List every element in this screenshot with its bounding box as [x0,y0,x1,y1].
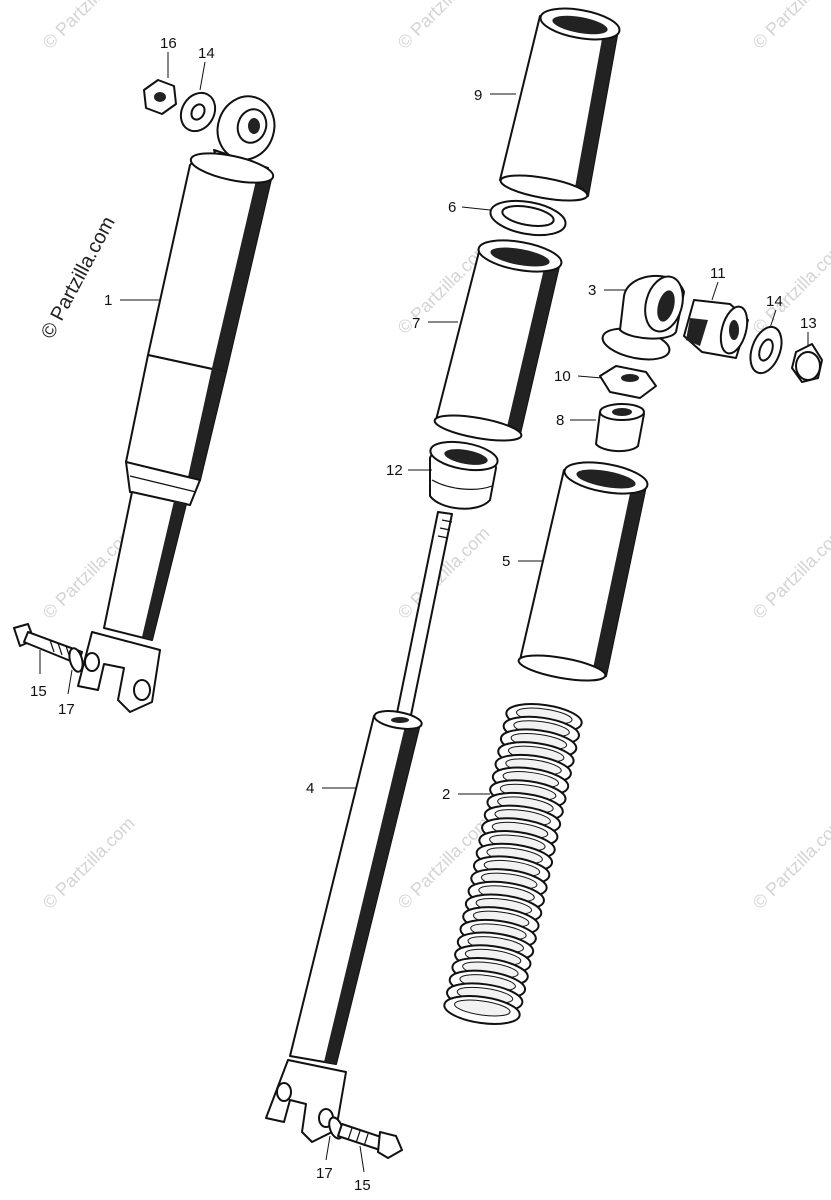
callout-3: 3 [588,282,596,299]
callout-17: 17 [58,701,75,718]
upper-cover-part [499,7,621,202]
callout-5: 6 [448,199,456,216]
watermark-text: © Partzilla.com [39,0,139,53]
callout-10: 10 [554,368,571,385]
watermark-text-dark: © Partzilla.com [37,213,120,342]
middle-cover-part [433,239,563,442]
collar-part [683,299,749,359]
callout-16: 16 [160,35,177,52]
callout-17-bottom: 17 [316,1165,333,1182]
watermark-text: © Partzilla.com [394,0,494,53]
callout-14: 14 [198,45,215,62]
callout-7: 7 [412,315,420,332]
stopper-part [595,403,645,452]
callout-9: 9 [474,87,482,104]
leader-lines [39,52,809,1173]
callout-2: 2 [442,786,450,803]
cap-nut-part [791,343,823,383]
callout-15: 15 [30,683,47,700]
washer-part [749,325,783,375]
callout-15-bottom: 15 [354,1177,371,1194]
callout-13: 13 [800,315,817,332]
watermark-text: © Partzilla.com [749,238,831,338]
callout-14-right: 14 [766,293,783,310]
watermark-text: © Partzilla.com [749,0,831,53]
spring-seat-cap-part [429,440,499,510]
lower-cover-part [517,461,649,682]
seat-ring-part [489,199,567,237]
callout-11: 11 [710,265,726,282]
watermark-text: © Partzilla.com [39,813,139,913]
watermark-text: © Partzilla.com [749,813,831,913]
callout-6: 5 [502,553,510,570]
callout-8: 8 [556,412,564,429]
shock-absorber-assembly [13,79,276,713]
coil-spring-part [443,703,583,1025]
watermark-text: © Partzilla.com [749,523,831,623]
callout-12: 12 [386,462,403,479]
rubber-bushing-part [601,275,685,361]
bottom-bolt-part [328,1116,403,1159]
plate-part [599,365,657,399]
callout-4: 4 [306,780,314,797]
callout-1: 1 [104,292,112,309]
spring-coil-inner [454,999,511,1017]
callout-labels: 16 14 1 15 17 9 6 7 3 11 14 13 10 8 12 5… [30,35,817,1194]
damper-body-part [265,710,423,1143]
